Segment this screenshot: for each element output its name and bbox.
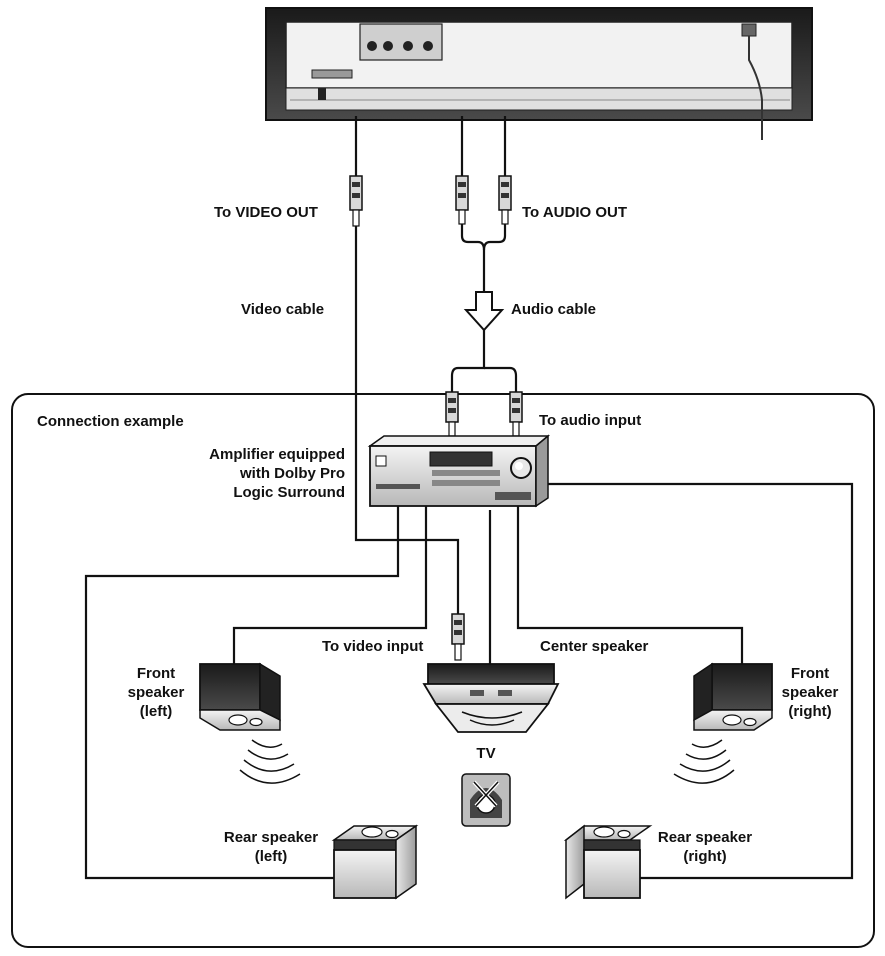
speaker-icon — [673, 662, 773, 784]
label-rear-speaker-right: Rear speaker (right) — [640, 828, 770, 866]
label-amplifier-line3: Logic Surround — [233, 484, 345, 501]
label-amplifier-line2: with Dolby Pro — [240, 465, 345, 482]
label-video-cable: Video cable — [241, 301, 325, 318]
video-cable — [354, 116, 460, 636]
dvd-player-rear-panel-icon — [265, 7, 813, 140]
label-front-speaker-left: Front speaker (left) — [116, 664, 196, 721]
label-audio-input: To audio input — [539, 412, 642, 429]
label-connection-example: Connection example — [37, 413, 184, 430]
label-rear-speaker-left: Rear speaker (left) — [206, 828, 336, 866]
label-tv: TV — [476, 745, 496, 762]
label-front-right-line3: (right) — [788, 703, 832, 720]
speaker-icon — [563, 824, 653, 900]
dolby-surround-logo-icon — [461, 773, 511, 827]
speaker-wires — [84, 482, 854, 880]
label-rear-left-line2: (left) — [254, 848, 288, 865]
av-amplifier-icon — [367, 434, 551, 508]
label-front-speaker-right: Front speaker (right) — [770, 664, 850, 721]
speaker-icon — [331, 824, 419, 900]
label-video-out: To VIDEO OUT — [214, 204, 318, 221]
label-amplifier-line1: Amplifier equipped — [209, 446, 345, 463]
speaker-icon — [199, 662, 301, 784]
label-front-right-line2: speaker — [781, 684, 839, 701]
label-audio-out: To AUDIO OUT — [522, 204, 627, 221]
rca-plug-icon — [451, 613, 465, 661]
label-video-input: To video input — [322, 638, 424, 655]
label-center-speaker: Center speaker — [540, 638, 649, 655]
connection-example-frame — [11, 393, 875, 948]
label-audio-cable: Audio cable — [511, 301, 597, 318]
tv-icon — [422, 663, 560, 733]
rca-plug-icon — [349, 175, 363, 227]
rca-plug-icon — [455, 175, 469, 225]
audio-cable — [450, 116, 518, 394]
rca-plug-icon — [445, 391, 459, 437]
label-front-right-line1: Front — [790, 665, 830, 682]
label-amplifier: Amplifier equipped with Dolby Pro Logic … — [209, 445, 345, 502]
down-arrow-icon — [463, 291, 505, 332]
rca-plug-icon — [498, 175, 512, 225]
label-rear-right-line1: Rear speaker — [657, 829, 753, 846]
label-front-left-line3: (left) — [139, 703, 173, 720]
rca-plug-icon — [509, 391, 523, 437]
label-rear-right-line2: (right) — [683, 848, 727, 865]
label-rear-left-line1: Rear speaker — [223, 829, 319, 846]
label-front-left-line1: Front — [136, 665, 176, 682]
label-front-left-line2: speaker — [127, 684, 185, 701]
